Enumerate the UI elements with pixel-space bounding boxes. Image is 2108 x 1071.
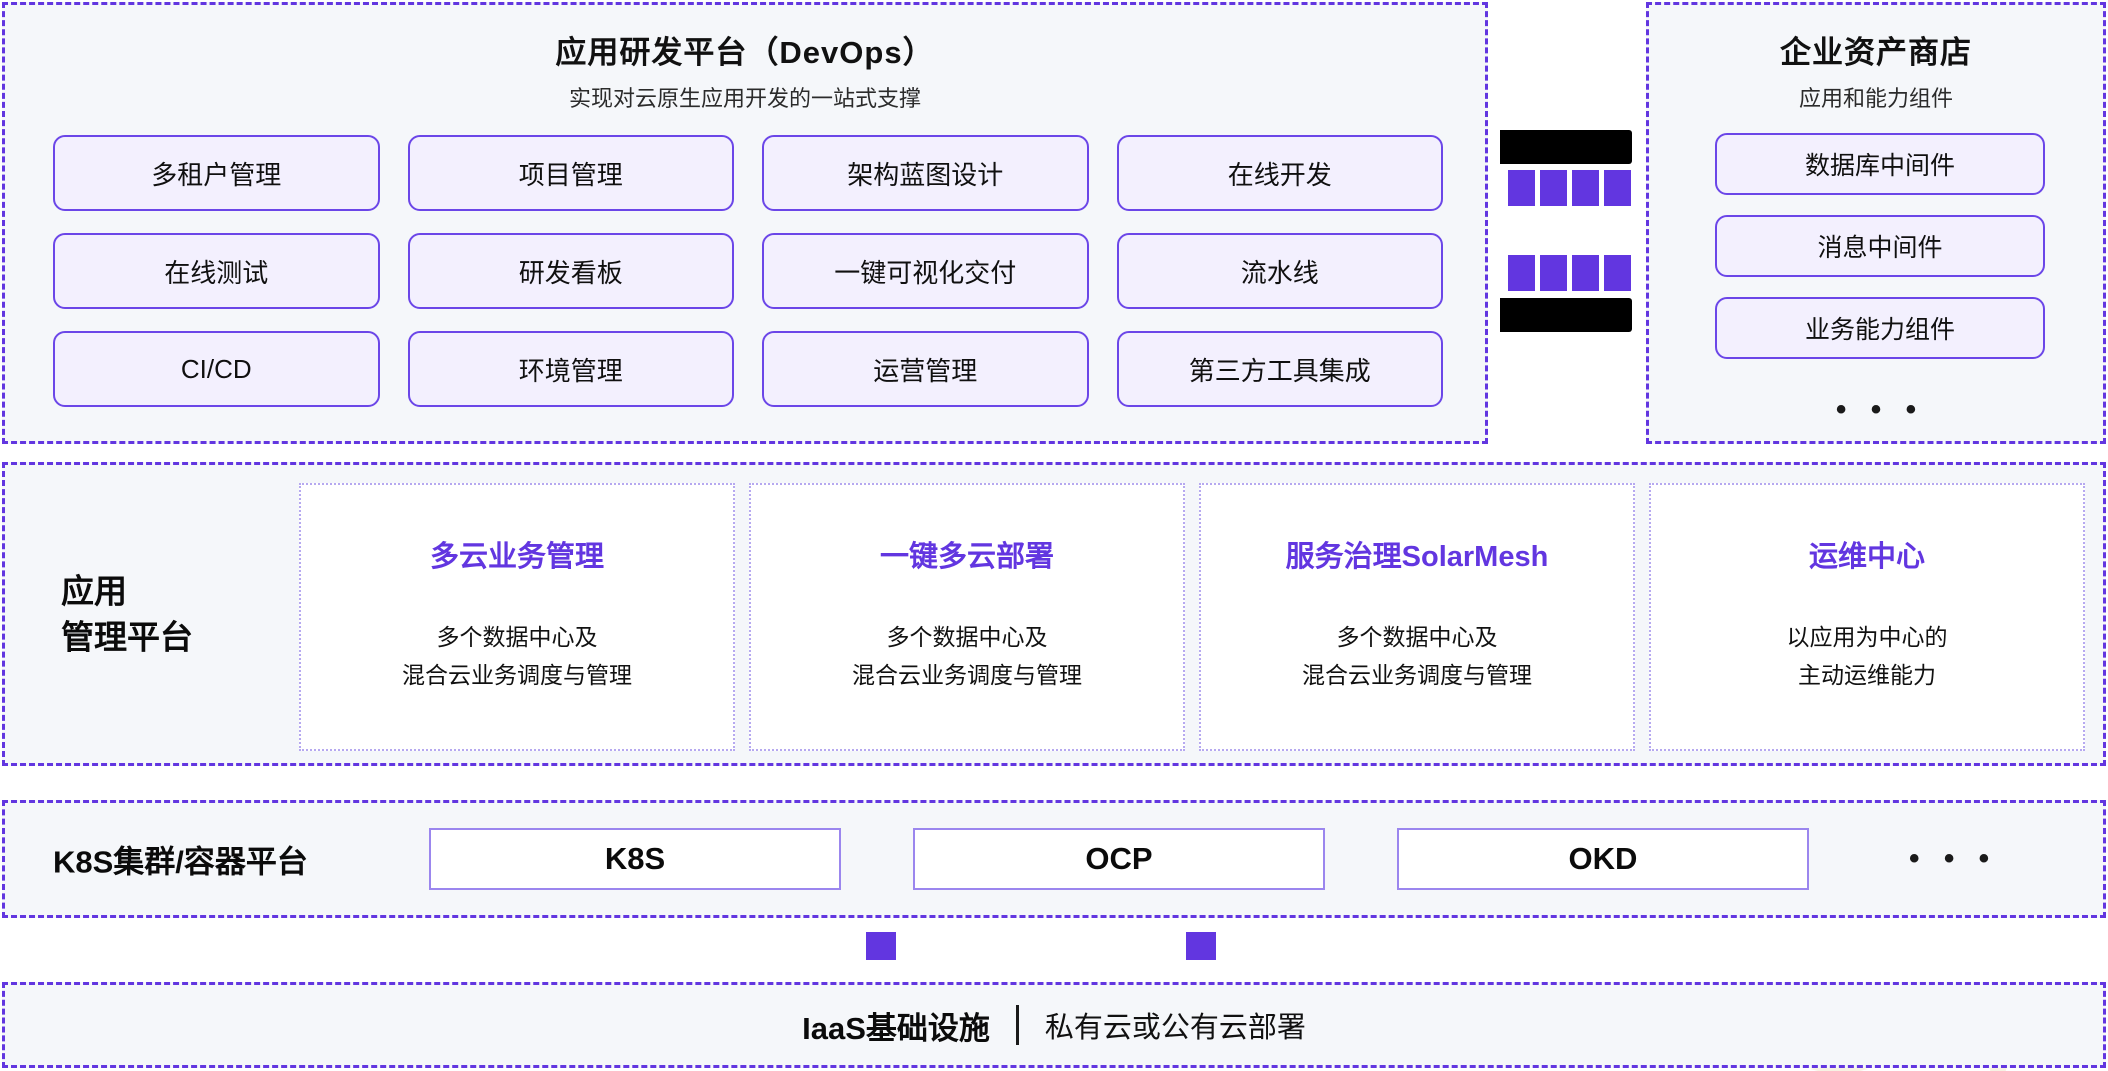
mgmt-card-desc: 多个数据中心及 混合云业务调度与管理 [1302,624,1532,688]
mgmt-card-title: 多云业务管理 [429,541,604,573]
devops-tile[interactable]: 环境管理 [407,331,734,407]
connector-square [1186,932,1216,960]
k8s-section-label: K8S集群/容器平台 [53,844,308,880]
k8s-platform-box[interactable]: OKD [1397,828,1809,890]
devops-tile[interactable]: 流水线 [1116,233,1443,309]
mgmt-card[interactable]: 一键多云部署 多个数据中心及 混合云业务调度与管理 [749,483,1185,751]
devops-tile[interactable]: 在线开发 [1116,135,1443,211]
k8s-item-row: K8S OCP OKD • • • [429,828,1997,890]
connector-square [866,932,896,960]
devops-tile[interactable]: 一键可视化交付 [762,233,1089,309]
k8s-platform-box[interactable]: K8S [429,828,841,890]
mgmt-card-title: 运维中心 [1808,541,1925,573]
connector-block-row [1508,170,1631,206]
iaas-divider [1015,1005,1019,1045]
mgmt-card[interactable]: 运维中心 以应用为中心的 主动运维能力 [1649,483,2085,751]
mgmt-card-title: 服务治理SolarMesh [1285,541,1549,573]
mgmt-card-desc: 多个数据中心及 混合云业务调度与管理 [402,624,632,688]
devops-section: 应用研发平台（DevOps） 实现对云原生应用开发的一站式支撑 多租户管理 项目… [2,2,1488,444]
connector-block [1540,170,1567,206]
store-tile-list: 数据库中间件 消息中间件 业务能力组件 • • • [1715,133,2045,427]
devops-tile[interactable]: 架构蓝图设计 [762,135,1089,211]
iaas-infrastructure-section: IaaS基础设施 私有云或公有云部署 [2,982,2106,1068]
mgmt-card-desc: 多个数据中心及 混合云业务调度与管理 [852,624,1082,688]
mgmt-card[interactable]: 服务治理SolarMesh 多个数据中心及 混合云业务调度与管理 [1199,483,1635,751]
mgmt-card-title: 一键多云部署 [879,541,1054,573]
devops-tile[interactable]: 研发看板 [407,233,734,309]
connector-block-row [1508,255,1631,291]
devops-tile[interactable]: 第三方工具集成 [1116,331,1443,407]
connector-block [1508,255,1535,291]
iaas-inner-row: IaaS基础设施 私有云或公有云部署 [5,985,2103,1065]
devops-tile-grid: 多租户管理 项目管理 架构蓝图设计 在线开发 在线测试 研发看板 一键可视化交付… [53,135,1443,407]
store-title: 企业资产商店 [1780,35,1972,70]
mgmt-card-desc: 以应用为中心的 主动运维能力 [1786,624,1948,688]
store-subtitle: 应用和能力组件 [1798,86,1953,111]
connector-block [1508,170,1535,206]
connector-block [1572,170,1599,206]
redacted-label-bar [1508,298,1632,332]
mgmt-card-row: 多云业务管理 多个数据中心及 混合云业务调度与管理 一键多云部署 多个数据中心及… [299,483,2085,751]
connector-block [1572,255,1599,291]
connector-block [1604,170,1631,206]
devops-title: 应用研发平台（DevOps） [555,35,935,70]
devops-tile[interactable]: 项目管理 [407,135,734,211]
iaas-subtitle: 私有云或公有云部署 [1044,1012,1306,1044]
devops-tile[interactable]: 在线测试 [53,233,380,309]
k8s-platform-box[interactable]: OCP [913,828,1325,890]
devops-subtitle: 实现对云原生应用开发的一站式支撑 [568,86,921,111]
k8s-cluster-section: K8S集群/容器平台 K8S OCP OKD • • • [2,800,2106,918]
mgmt-platform-label: 应用 管理平台 [61,572,193,655]
redacted-label-bar [1508,130,1632,164]
iaas-title: IaaS基础设施 [802,1010,990,1046]
store-tile[interactable]: 数据库中间件 [1715,133,2045,195]
asset-store-section: 企业资产商店 应用和能力组件 数据库中间件 消息中间件 业务能力组件 • • • [1646,2,2106,444]
connector-column [1500,130,1640,332]
k8s-more-ellipsis: • • • [1909,842,1998,875]
devops-tile[interactable]: 多租户管理 [53,135,380,211]
mgmt-card[interactable]: 多云业务管理 多个数据中心及 混合云业务调度与管理 [299,483,735,751]
store-tile[interactable]: 业务能力组件 [1715,297,2045,359]
connector-block [1604,255,1631,291]
store-more-ellipsis: • • • [1835,393,1925,426]
devops-tile[interactable]: 运营管理 [762,331,1089,407]
app-management-platform-section: 应用 管理平台 多云业务管理 多个数据中心及 混合云业务调度与管理 一键多云部署… [2,462,2106,766]
connector-block [1540,255,1567,291]
devops-tile[interactable]: CI/CD [53,331,380,407]
store-tile[interactable]: 消息中间件 [1715,215,2045,277]
